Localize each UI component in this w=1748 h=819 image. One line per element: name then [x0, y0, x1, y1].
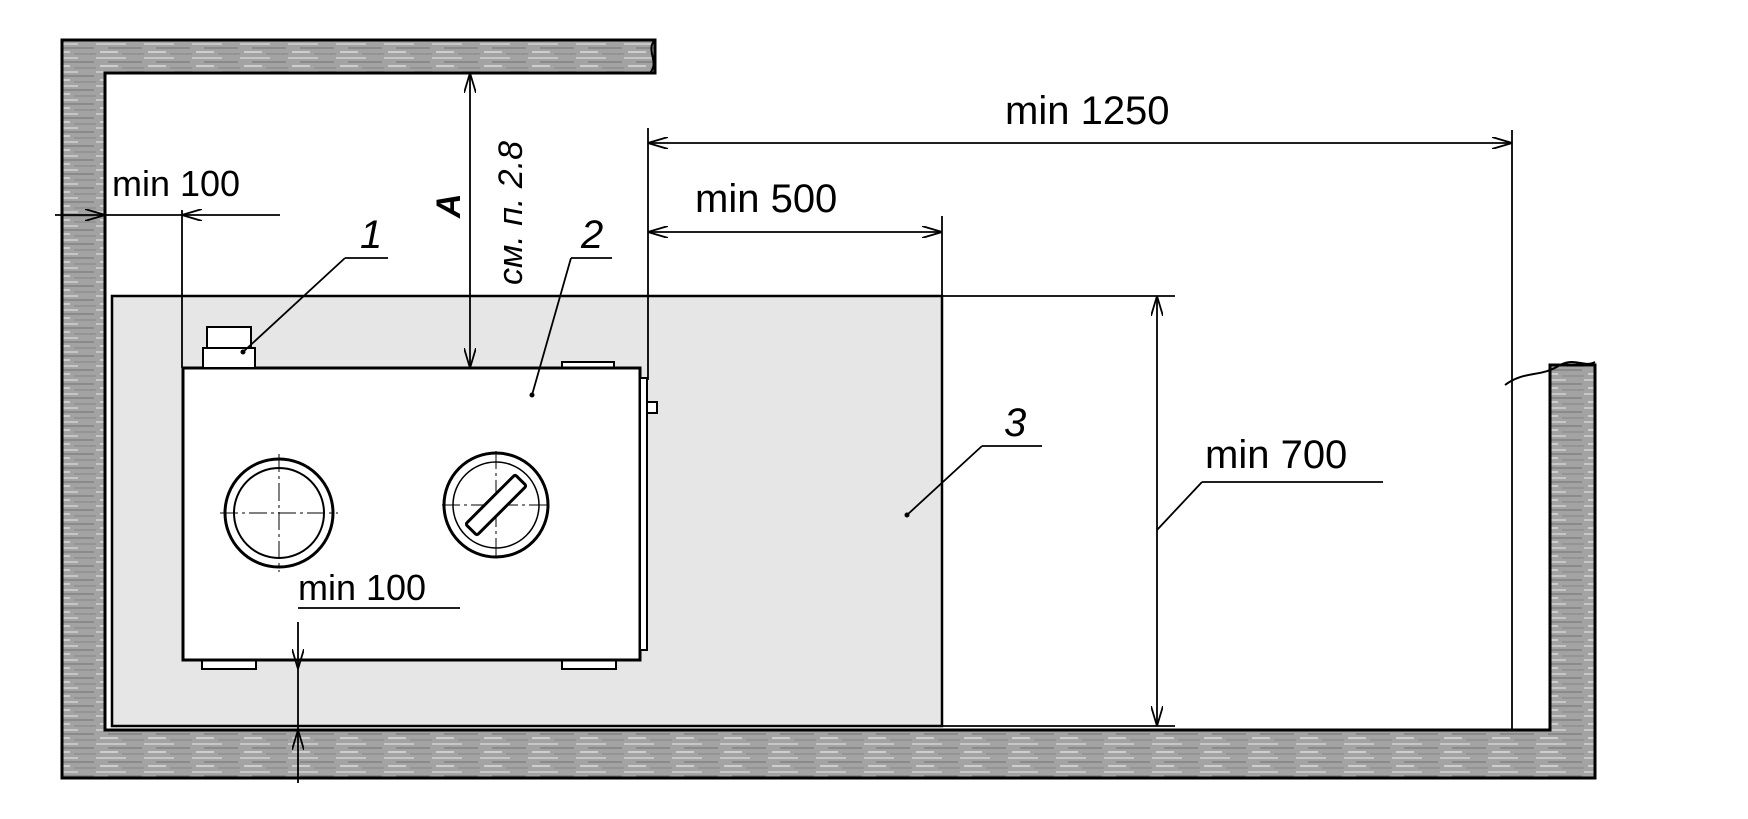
callout-2: 2 — [529, 213, 612, 398]
callout-3-number: 3 — [1004, 401, 1026, 445]
heater-unit — [181, 326, 658, 670]
wall — [60, 38, 1597, 780]
dimension-front-clearance-total: min 1250 — [648, 89, 1512, 143]
dimension-wall-clearance: min 100 — [55, 163, 280, 215]
inspection-port — [220, 454, 338, 572]
unit-side-knob — [646, 401, 658, 414]
label-wall-clearance: min 100 — [112, 163, 240, 204]
callout-2-number: 2 — [580, 213, 603, 257]
callout-1: 1 — [240, 213, 388, 355]
wall-break-right — [1504, 361, 1596, 386]
dimension-top-clearance: A см. п. 2.8 — [430, 73, 530, 368]
dimension-floor-clearance: min 100 — [298, 567, 460, 783]
wall-break-top — [649, 39, 656, 74]
label-zone-depth: min 700 — [1205, 433, 1347, 477]
label-top-clearance: A — [430, 193, 468, 219]
dimension-front-service-zone: min 500 — [648, 177, 942, 232]
label-front-service-zone: min 500 — [695, 177, 837, 221]
dimension-zone-depth: min 700 — [1157, 296, 1383, 726]
extension-lines — [181, 128, 1513, 730]
label-top-clearance-note: см. п. 2.8 — [492, 141, 530, 285]
callout-3: 3 — [904, 401, 1042, 518]
unit-side-panel — [639, 377, 648, 651]
wall-back-left — [60, 38, 1597, 780]
label-front-clearance-total: min 1250 — [1005, 89, 1170, 133]
callout-1-number: 1 — [360, 213, 382, 257]
label-floor-clearance: min 100 — [298, 567, 426, 608]
control-knob — [442, 451, 550, 559]
